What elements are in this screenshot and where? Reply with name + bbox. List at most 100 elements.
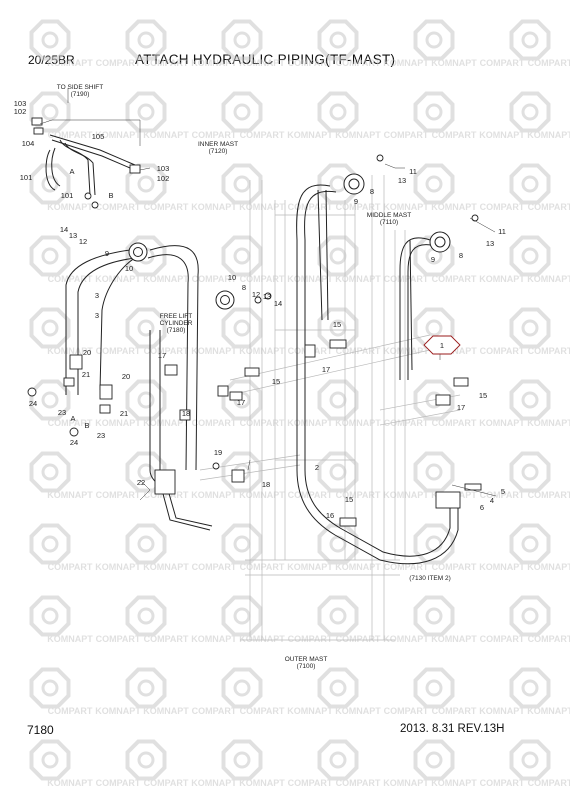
watermark-text: KOMNAPT: [383, 634, 429, 644]
watermark-text: COMPART: [48, 274, 93, 284]
watermark-text: COMPART: [384, 706, 429, 716]
callout-4: 4: [490, 496, 494, 505]
watermark-logo-icon: [329, 31, 347, 49]
watermark-text: COMPART: [192, 130, 237, 140]
callout-24: 24: [70, 438, 78, 447]
watermark-logo-icon: [413, 739, 455, 781]
watermark-text: COMPART: [288, 634, 333, 644]
watermark-text: COMPART: [480, 202, 525, 212]
watermark-text: COMPART: [528, 778, 570, 788]
ref-inner-mast-2: (7120): [209, 148, 228, 155]
watermark-logo-icon: [125, 667, 167, 709]
watermark-logo-icon: [329, 175, 347, 193]
watermark-text: COMPART: [528, 58, 570, 68]
callout-3: 3: [95, 311, 99, 320]
watermark-text: COMPART: [96, 202, 141, 212]
callout-14: 14: [274, 299, 282, 308]
callout-B: B: [84, 421, 89, 430]
watermark-logo-icon: [125, 163, 167, 205]
watermark-logo-icon: [425, 751, 443, 769]
watermark-logo-icon: [521, 535, 539, 553]
watermark-text: KOMNAPT: [47, 490, 93, 500]
watermark-text: COMPART: [336, 58, 381, 68]
callout-8: 8: [242, 283, 246, 292]
callout-23: 23: [58, 408, 66, 417]
watermark-text: KOMNAPT: [143, 706, 189, 716]
watermark-logo-icon: [329, 679, 347, 697]
watermark-logo-icon: [233, 535, 251, 553]
watermark-logo-icon: [221, 19, 263, 61]
callout-14: 14: [60, 225, 68, 234]
callout-numbers: 103 102 105 104 A 101 101 B 103 102 9 8 …: [14, 99, 506, 520]
watermark-logo-icon: [413, 379, 455, 421]
watermark-logo-icon: [317, 667, 359, 709]
callout-18: 18: [262, 480, 270, 489]
watermark-logo-icon: [521, 391, 539, 409]
callout-105: 105: [92, 132, 105, 141]
watermark-text: KOMNAPT: [527, 130, 570, 140]
watermark-logo-icon: [425, 463, 443, 481]
watermark-text: KOMNAPT: [191, 490, 237, 500]
callout-9: 9: [105, 249, 109, 258]
watermark-logo-icon: [317, 595, 359, 637]
watermark-text: KOMNAPT: [479, 274, 525, 284]
watermark-text: KOMNAPT: [47, 634, 93, 644]
watermark-logo-icon: [425, 103, 443, 121]
watermark-text: KOMNAPT: [431, 778, 477, 788]
watermark-text: KOMNAPT: [287, 562, 333, 572]
watermark-logo-icon: [233, 607, 251, 625]
watermark-text: KOMNAPT: [239, 58, 285, 68]
watermark-text: KOMNAPT: [191, 346, 237, 356]
callout-8: 8: [459, 251, 463, 260]
watermark-logo-icon: [509, 451, 551, 493]
watermark-text: COMPART: [288, 58, 333, 68]
watermark-logo-icon: [125, 451, 167, 493]
watermark-logo-icon: [221, 739, 263, 781]
watermark-text: COMPART: [240, 130, 285, 140]
watermark-logo-icon: [137, 463, 155, 481]
watermark-logo-icon: [521, 31, 539, 49]
watermark-logo-icon: [413, 595, 455, 637]
watermark-logo-icon: [509, 163, 551, 205]
watermark-logo-icon: [221, 163, 263, 205]
watermark-text: KOMNAPT: [239, 778, 285, 788]
callout-11: 11: [409, 167, 417, 176]
callout-15: 15: [479, 391, 487, 400]
watermark-logo-icon: [29, 163, 71, 205]
watermark-logo-icon: [125, 235, 167, 277]
watermark-text: COMPART: [48, 418, 93, 428]
watermark-text: KOMNAPT: [191, 634, 237, 644]
watermark-logo-icon: [41, 391, 59, 409]
watermark-logo-icon: [425, 535, 443, 553]
watermark-text: KOMNAPT: [287, 130, 333, 140]
watermark-logo-icon: [41, 679, 59, 697]
watermark-logo-icon: [317, 163, 359, 205]
watermark-text: KOMNAPT: [431, 58, 477, 68]
callout-20: 20: [83, 348, 91, 357]
watermark-text: COMPART: [480, 490, 525, 500]
ref-outer-mast-2: (7100): [297, 663, 316, 670]
watermark-text: KOMNAPT: [143, 274, 189, 284]
watermark-text: COMPART: [96, 346, 141, 356]
callout-6: 6: [480, 503, 484, 512]
watermark-text: COMPART: [240, 706, 285, 716]
watermark-logo-icon: [233, 103, 251, 121]
watermark-logo-icon: [221, 667, 263, 709]
callout-102: 102: [14, 107, 27, 116]
callout-22: 22: [137, 478, 145, 487]
watermark-logo-icon: [137, 679, 155, 697]
callout-23: 23: [97, 431, 105, 440]
ref-item2: (7130 ITEM 2): [409, 575, 451, 582]
watermark-logo-icon: [137, 607, 155, 625]
watermark-logo-icon: [221, 523, 263, 565]
watermark-logo-icon: [425, 31, 443, 49]
callout-13: 13: [69, 231, 77, 240]
watermark-text: COMPART: [480, 58, 525, 68]
callout-13: 13: [263, 292, 271, 301]
callout-A: A: [70, 414, 75, 423]
watermark-text: COMPART: [432, 706, 477, 716]
watermark-text: KOMNAPT: [95, 562, 141, 572]
watermark-text: COMPART: [432, 274, 477, 284]
